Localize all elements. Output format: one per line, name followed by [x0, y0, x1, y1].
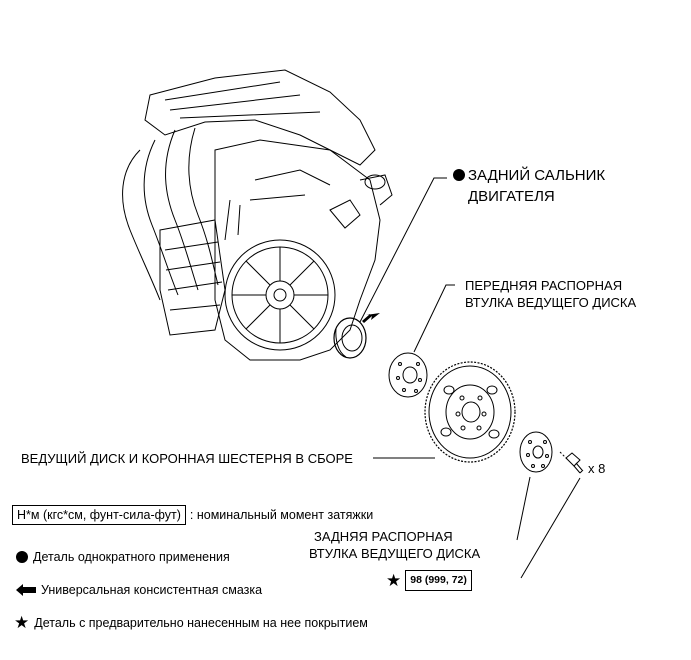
- grease-arrow-icon: [16, 584, 36, 596]
- bolt-part: [559, 451, 584, 474]
- legend-torque: Н*м (кгс*см, фунт-сила-фут) : номинальны…: [12, 505, 373, 525]
- front-spacer-label: ПЕРЕДНЯЯ РАСПОРНАЯ ВТУЛКА ВЕДУЩЕГО ДИСКА: [465, 278, 637, 310]
- star-icon: ★: [14, 613, 30, 632]
- rear-oil-seal-part: [333, 317, 367, 359]
- rear-spacer-label: ЗАДНЯЯ РАСПОРНАЯ ВТУЛКА ВЕДУЩЕГО ДИСКА: [309, 529, 481, 561]
- legend-grease: Универсальная консистентная смазка: [16, 582, 262, 598]
- front-spacer-part: [388, 352, 428, 398]
- drive-plate-part: [424, 361, 516, 463]
- torque-unit-box: Н*м (кгс*см, фунт-сила-фут): [12, 505, 186, 525]
- legend-precoated: ★ Деталь с предварительно нанесенным на …: [14, 613, 368, 632]
- drive-plate-label: ВЕДУЩИЙ ДИСК И КОРОННАЯ ШЕСТЕРНЯ В СБОРЕ: [21, 451, 353, 466]
- engine-illustration: [122, 69, 393, 361]
- torque-value-box: 98 (999, 72): [405, 570, 472, 591]
- bolt-qty-label: x 8: [588, 461, 606, 476]
- rear-oil-seal-label: ЗАДНИЙ САЛЬНИК ДВИГАТЕЛЯ: [453, 165, 605, 207]
- filled-circle-icon: [16, 551, 28, 563]
- torque-spec: ★ 98 (999, 72): [386, 570, 472, 591]
- precoated-star-icon: ★: [386, 571, 402, 590]
- non-reusable-dot-icon: [453, 169, 465, 181]
- legend-non-reusable: Деталь однократного применения: [16, 549, 230, 565]
- rear-spacer-part: [519, 431, 553, 473]
- grease-arrow-icon: [362, 313, 380, 323]
- leader-lines: [359, 177, 581, 579]
